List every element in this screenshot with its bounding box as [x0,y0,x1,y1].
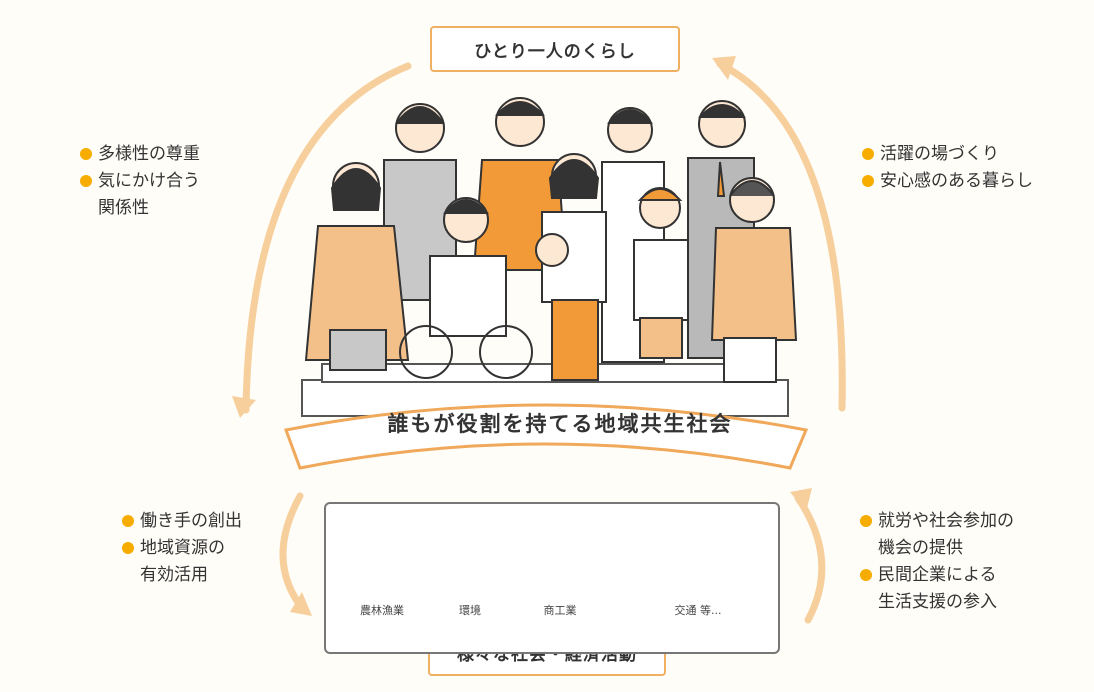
person-boy-cap [633,187,689,359]
bullet-item: 地域資源の 有効活用 [122,535,242,589]
person-student-girl [304,162,410,371]
banner-ribbon [283,403,809,470]
arrow-left-bottom [279,492,306,612]
bullet-item: 多様性の尊重 [80,141,200,168]
bullet-item: 活躍の場づくり [862,141,1033,168]
arrowhead-right-top [712,56,736,80]
arrow-right-top [716,60,846,412]
bullets-right-bottom: 就労や社会参加の 機会の提供 民間企業による 生活支援の参入 [860,508,1014,616]
bullet-item: 民間企業による 生活支援の参入 [860,562,1014,616]
bullet-item: 気にかけ合う 関係性 [80,168,200,222]
bullet-dot [80,175,92,187]
bullets-right-top: 活躍の場づくり 安心感のある暮らし [862,141,1033,195]
industry-label-commerce: 商工業 [543,604,577,617]
bullet-dot [860,569,872,581]
person-elderly-woman [710,177,798,383]
bullets-left-bottom: 働き手の創出 地域資源の 有効活用 [122,508,242,589]
industry-label-transport: 交通 等... [674,604,722,617]
arrowhead-left-bottom [290,592,312,616]
top-label: ひとり一人のくらし [430,26,680,72]
industry-label-agriculture: 農林漁業 [360,604,404,617]
person-mother-baby [535,153,607,381]
industry-label-environment: 環境 [459,604,481,617]
bullet-dot [860,515,872,527]
banner-title: 誰もが役割を持てる地域共生社会 [387,412,733,436]
bullet-dot [862,148,874,160]
arrow-left-top [242,62,412,414]
bullet-dot [122,515,134,527]
industry-box: 農林漁業 環境 商工業 交通 等... [324,502,780,654]
bullets-left-top: 多様性の尊重 気にかけ合う 関係性 [80,141,200,222]
arrow-right-bottom [794,494,826,624]
person-wheelchair-user [399,197,533,379]
bullet-dot [80,148,92,160]
bullet-dot [862,175,874,187]
bullet-item: 働き手の創出 [122,508,242,535]
bullet-item: 就労や社会参加の 機会の提供 [860,508,1014,562]
bullet-dot [122,542,134,554]
arrowhead-left-top [232,396,256,418]
bullet-item: 安心感のある暮らし [862,168,1033,195]
arrowhead-right-bottom [790,488,812,512]
